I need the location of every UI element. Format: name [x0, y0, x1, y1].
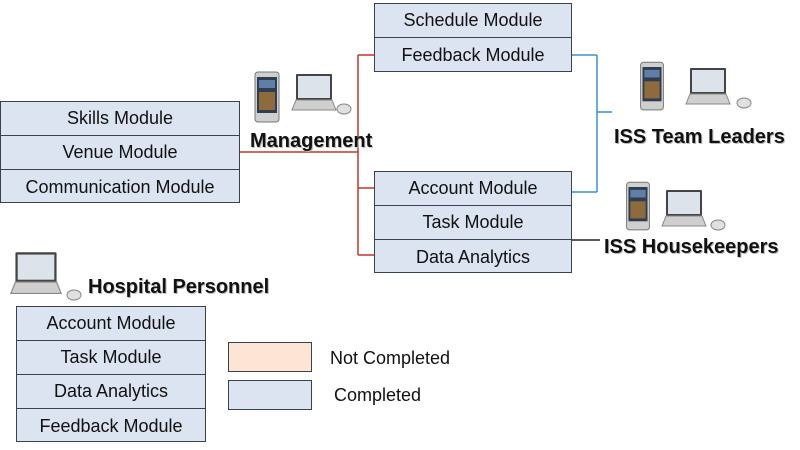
module-communication: Communication Module [25, 176, 215, 197]
mouse-icon [710, 219, 726, 231]
laptop-icon [291, 74, 337, 111]
mouse-icon [736, 97, 752, 109]
module-account: Account Module [17, 307, 205, 341]
shared-module-stack: Account Module Task Module Data Analytic… [374, 171, 572, 273]
management-module-stack: Skills Module Venue Module Communication… [0, 101, 240, 203]
module-account: Account Module [375, 172, 571, 206]
role-hospital-personnel: Hospital Personnel [88, 276, 270, 298]
module-schedule: Schedule Module [375, 4, 571, 38]
laptop-icon [10, 252, 62, 294]
smartphone-icon [254, 71, 280, 123]
module-feedback: Feedback Module [39, 415, 183, 436]
role-management: Management [250, 130, 373, 152]
module-venue: Venue Module [1, 136, 239, 170]
smartphone-icon [640, 61, 664, 111]
module-skills: Skills Module [1, 102, 239, 136]
management-connectors [238, 54, 374, 256]
legend-swatch-not-completed [228, 342, 312, 372]
team-leader-connectors [571, 54, 612, 193]
module-data-analytics: Data Analytics [17, 375, 205, 409]
legend-label-completed: Completed [334, 385, 422, 405]
smartphone-icon [626, 181, 650, 231]
legend-label-not-completed: Not Completed [330, 348, 451, 368]
mouse-icon [336, 103, 352, 115]
module-task: Task Module [17, 341, 205, 375]
hospital-module-stack: Account Module Task Module Data Analytic… [16, 306, 206, 442]
laptop-icon [685, 68, 731, 105]
module-feedback: Feedback Module [401, 44, 545, 65]
module-task: Task Module [375, 206, 571, 240]
team-leader-module-stack: Schedule Module Feedback Module [374, 3, 572, 72]
role-team-leaders: ISS Team Leaders [614, 126, 785, 148]
mouse-icon [66, 289, 82, 301]
module-data-analytics: Data Analytics [415, 246, 531, 267]
legend-swatch-completed [228, 380, 312, 410]
role-housekeepers: ISS Housekeepers [604, 236, 779, 258]
laptop-icon [661, 190, 707, 227]
